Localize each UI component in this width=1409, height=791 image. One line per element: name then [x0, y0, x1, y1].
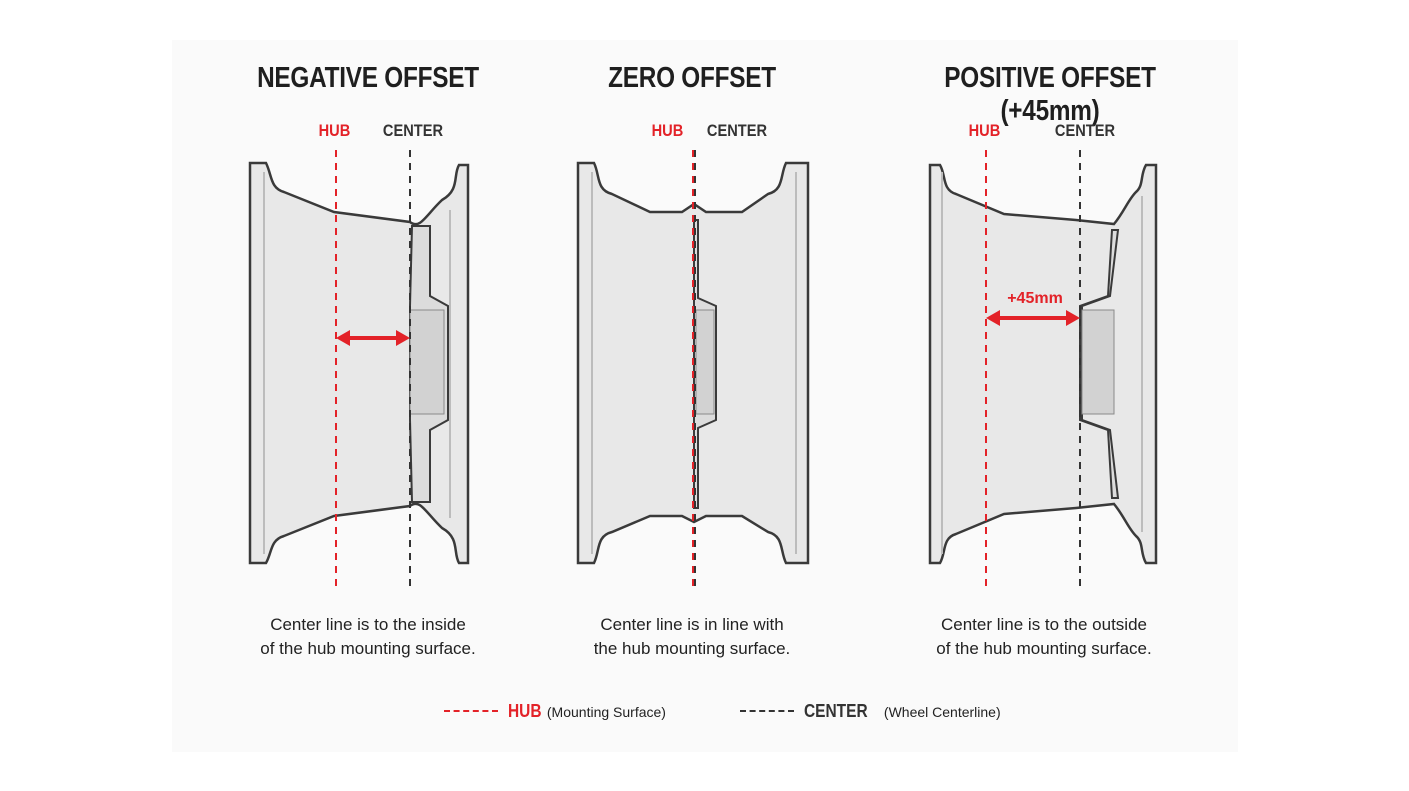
- caption-line-2: the hub mounting surface.: [593, 639, 791, 658]
- caption-line-1: Center line is to the inside: [270, 615, 466, 634]
- offset-value-label: +45mm: [1007, 290, 1063, 307]
- offset-arrow: [336, 330, 410, 346]
- panel-caption: Center line is in line with the hub moun…: [512, 613, 872, 661]
- legend-center-desc: (Wheel Centerline): [883, 704, 1001, 720]
- panel-title: ZERO OFFSET: [608, 62, 776, 94]
- legend-hub: HUB (Mounting Surface): [444, 701, 666, 727]
- hub-face: [409, 309, 445, 415]
- wheel-cross-section: [248, 150, 470, 592]
- center-label: CENTER: [706, 121, 768, 140]
- panel-caption: Center line is to the inside of the hub …: [188, 613, 548, 661]
- center-label: CENTER: [1054, 121, 1116, 140]
- panel-title: POSITIVE OFFSET (+45mm): [944, 62, 1156, 127]
- caption-line-2: of the hub mounting surface.: [936, 639, 1152, 658]
- legend-center: CENTER (Wheel Centerline): [740, 701, 1001, 727]
- caption-line-1: Center line is to the outside: [940, 615, 1147, 634]
- panel-negative-offset: NEGATIVE OFFSET HUB CENTER Center line i…: [188, 0, 548, 791]
- caption-line-2: of the hub mounting surface.: [260, 639, 476, 658]
- panel-zero-offset: ZERO OFFSET HUB CENTER Center line is in…: [512, 0, 872, 791]
- caption-line-1: Center line is in line with: [600, 615, 784, 634]
- hub-label: HUB: [651, 121, 684, 140]
- hub-dash-swatch: [444, 710, 498, 713]
- legend-hub-label: HUB: [508, 701, 542, 721]
- panel-positive-offset: POSITIVE OFFSET (+45mm) HUB CENTER +45mm…: [880, 0, 1240, 791]
- legend-hub-desc: (Mounting Surface): [546, 704, 666, 720]
- wheel-cross-section: [576, 150, 810, 592]
- hub-label: HUB: [318, 121, 351, 140]
- center-dash-swatch: [740, 710, 794, 713]
- legend-center-label: CENTER: [804, 701, 868, 721]
- panel-title: NEGATIVE OFFSET: [257, 62, 479, 94]
- panel-caption: Center line is to the outside of the hub…: [864, 613, 1224, 661]
- wheel-cross-section: +45mm: [928, 150, 1158, 592]
- offset-arrow: [986, 310, 1080, 326]
- wheel-profile: [928, 163, 1158, 565]
- hub-label: HUB: [968, 121, 1001, 140]
- hub-face: [695, 309, 715, 415]
- center-label: CENTER: [382, 121, 444, 140]
- hub-face: [1081, 309, 1115, 415]
